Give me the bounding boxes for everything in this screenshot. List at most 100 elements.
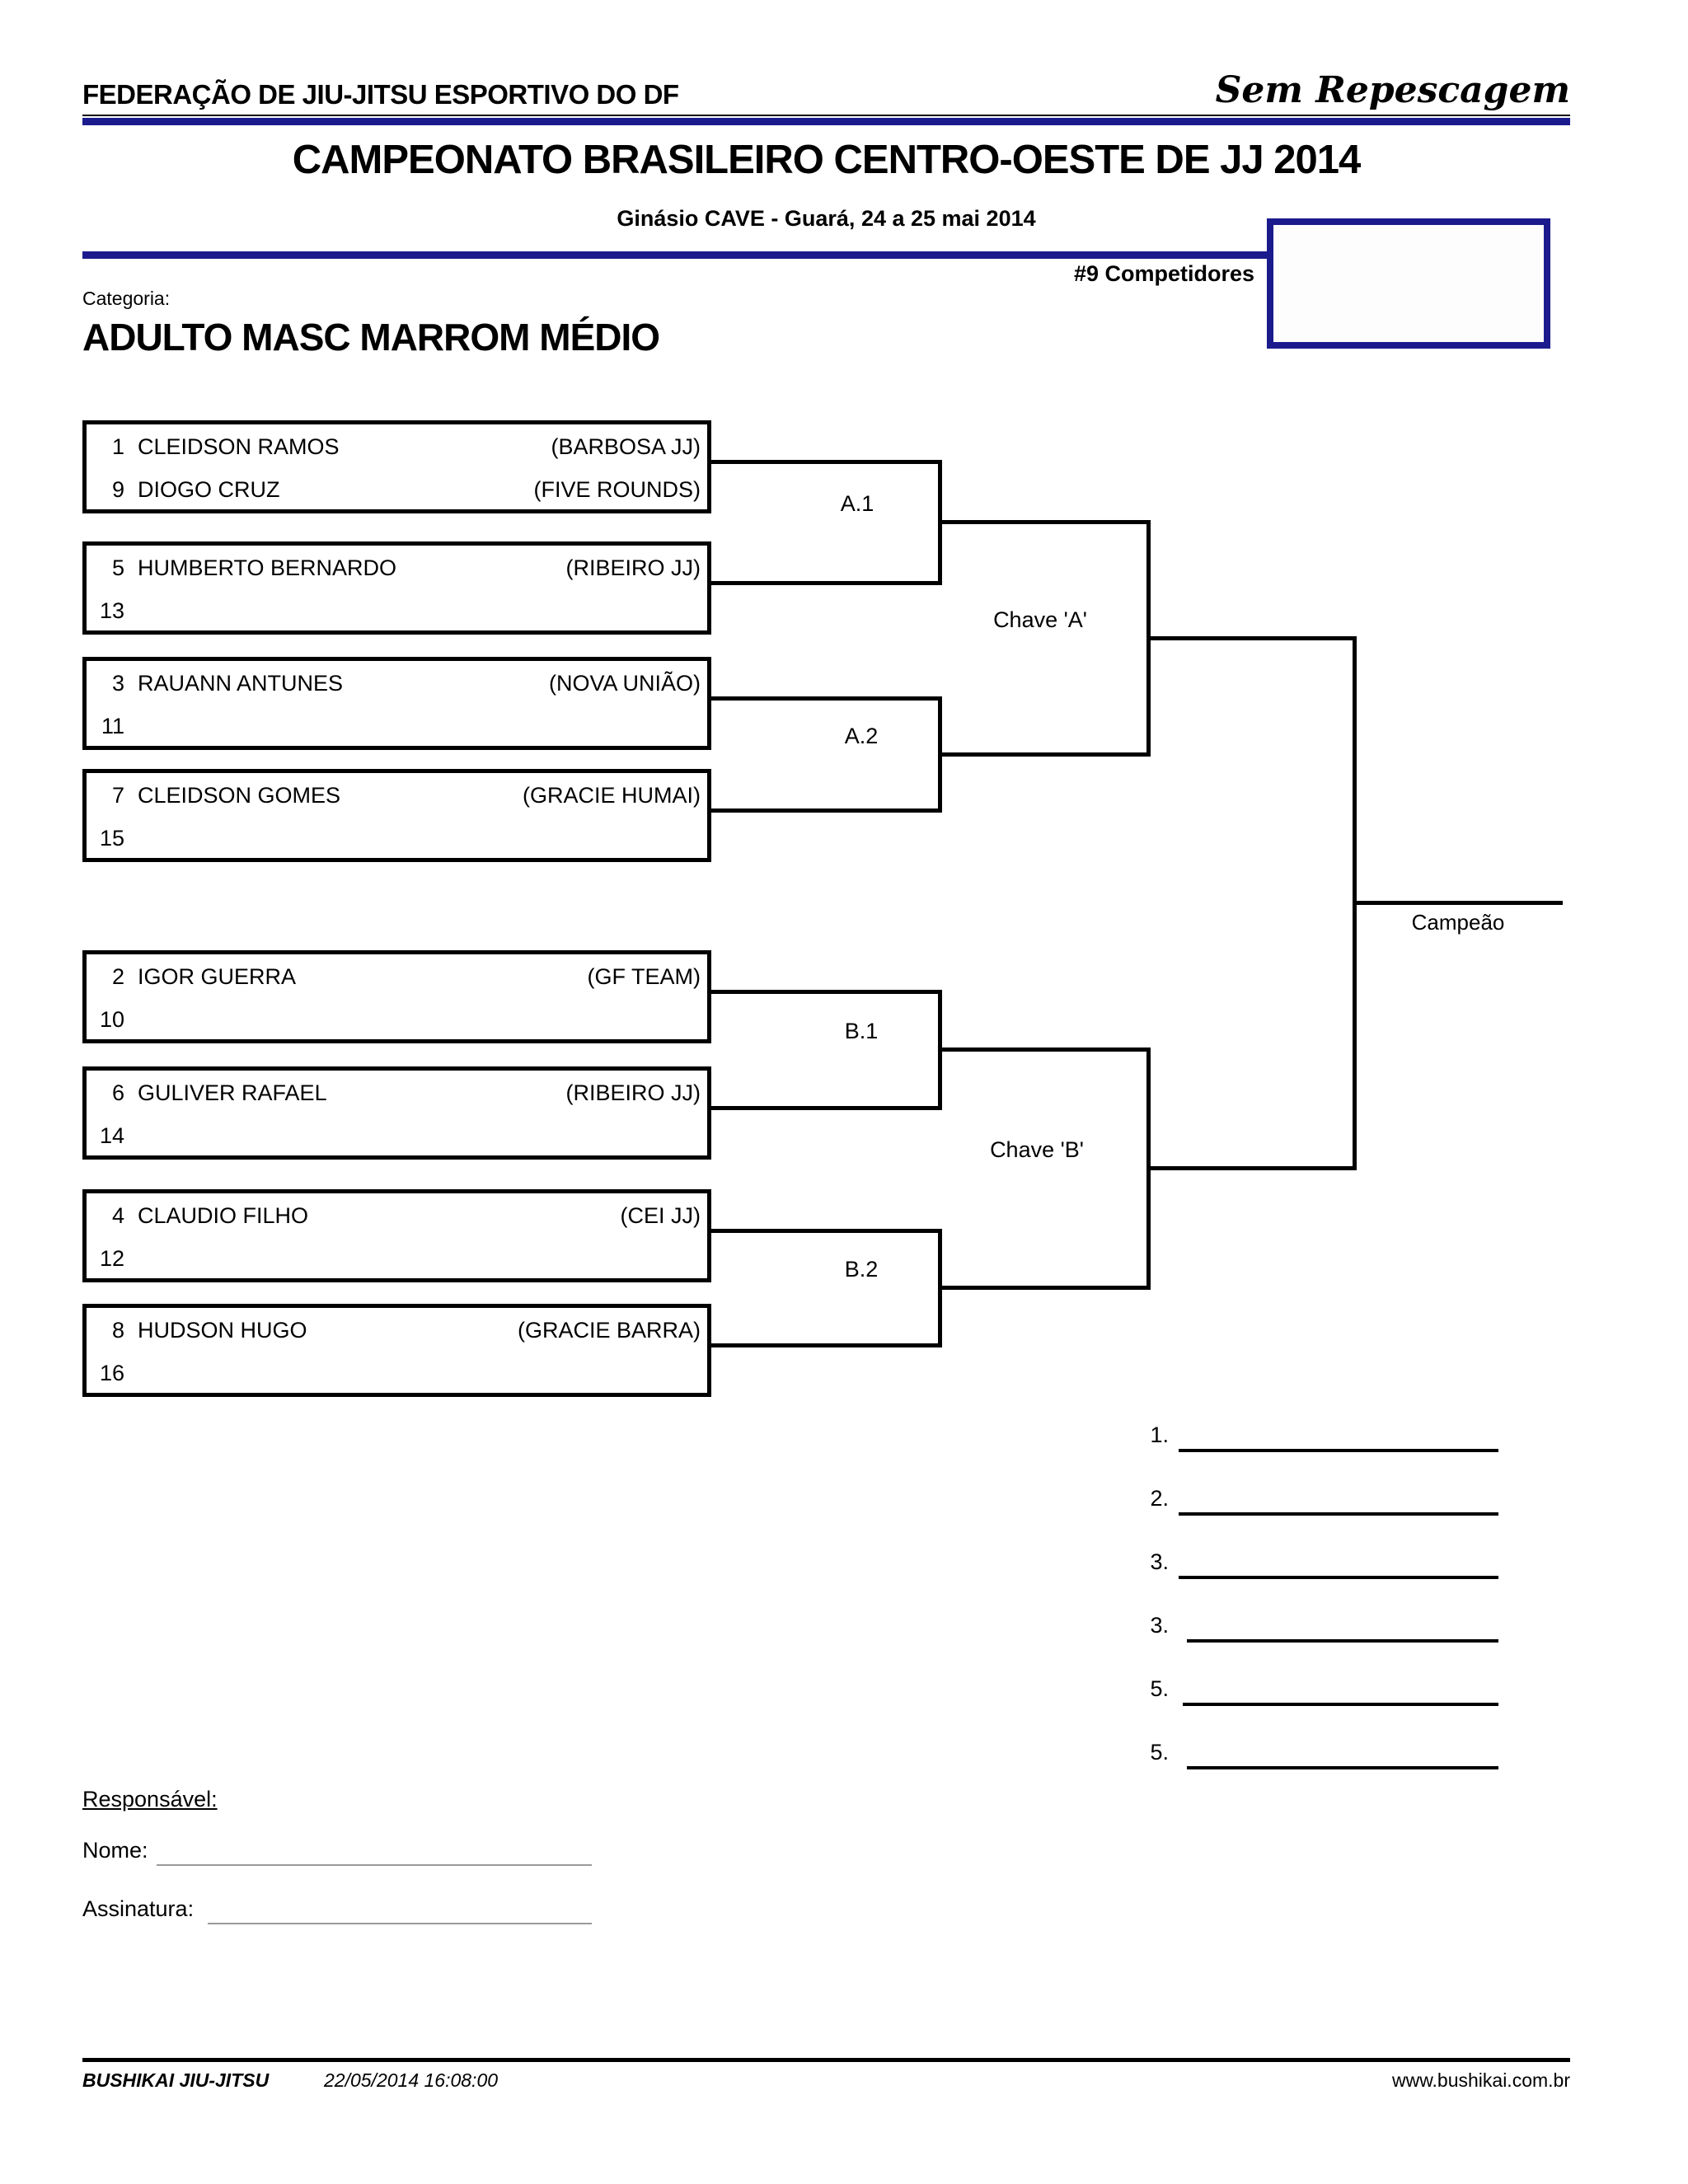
placement-blank-line xyxy=(1179,1512,1498,1516)
bracket-connector-line xyxy=(938,520,1151,524)
competitor-row: 4 CLAUDIO FILHO (CEI JJ) xyxy=(87,1203,707,1229)
bracket-box-3: 3 RAUANN ANTUNES (NOVA UNIÃO) 11 xyxy=(82,657,711,750)
placement-number: 5. xyxy=(1150,1676,1169,1701)
competitor-row: 8 HUDSON HUGO (GRACIE BARRA) xyxy=(87,1318,707,1343)
bracket-box-5: 2 IGOR GUERRA (GF TEAM) 10 xyxy=(82,950,711,1043)
competitor-name: DIOGO CRUZ xyxy=(138,477,280,502)
competitor-seed: 6 xyxy=(111,1080,124,1105)
competitor-team: (GRACIE BARRA) xyxy=(517,1318,701,1343)
bracket-box-2: 5 HUMBERTO BERNARDO (RIBEIRO JJ) 13 xyxy=(82,541,711,635)
competitor-team: (NOVA UNIÃO) xyxy=(548,671,701,696)
federation-title: FEDERAÇÃO DE JIU-JITSU ESPORTIVO DO DF xyxy=(82,79,679,110)
bracket-connector-line xyxy=(938,752,1151,757)
bracket-connector-line xyxy=(1146,1166,1357,1170)
header-thin-rule xyxy=(82,115,1570,116)
competitor-row: 5 HUMBERTO BERNARDO (RIBEIRO JJ) xyxy=(87,555,707,581)
placement-blank-line xyxy=(1187,1766,1498,1769)
footer-timestamp: 22/05/2014 16:08:00 xyxy=(324,2069,499,2091)
match-label-b1: B.1 xyxy=(844,1019,879,1043)
competitor-seed: 9 xyxy=(111,477,124,502)
signature-label: Assinatura: xyxy=(82,1896,195,1921)
footer-website: www.bushikai.com.br xyxy=(1391,2069,1570,2091)
competitor-team: (RIBEIRO JJ) xyxy=(565,1080,701,1105)
competitor-row: 11 xyxy=(87,714,707,739)
competitor-row: 2 IGOR GUERRA (GF TEAM) xyxy=(87,964,707,990)
competitor-seed: 4 xyxy=(111,1203,124,1228)
section-navy-rule xyxy=(82,251,1267,259)
competitor-row: 7 CLEIDSON GOMES (GRACIE HUMAI) xyxy=(87,783,707,808)
competitor-seed: 16 xyxy=(99,1361,124,1385)
competitor-name: CLEIDSON RAMOS xyxy=(138,434,340,459)
competitor-row: 10 xyxy=(87,1007,707,1033)
competitor-row: 14 xyxy=(87,1123,707,1149)
bracket-a-label: Chave 'A' xyxy=(993,607,1087,632)
placement-blank-line xyxy=(1187,1639,1498,1643)
placement-number: 3. xyxy=(1150,1613,1169,1638)
competitor-row: 6 GULIVER RAFAEL (RIBEIRO JJ) xyxy=(87,1080,707,1106)
competitor-team: (CEI JJ) xyxy=(620,1203,701,1228)
competitor-name: GULIVER RAFAEL xyxy=(138,1080,327,1105)
bracket-box-1: 1 CLEIDSON RAMOS (BARBOSA JJ) 9 DIOGO CR… xyxy=(82,420,711,513)
competitor-seed: 5 xyxy=(111,555,124,580)
competitor-row: 16 xyxy=(87,1361,707,1386)
bracket-b-label: Chave 'B' xyxy=(990,1137,1084,1162)
bracket-connector-line xyxy=(707,696,942,701)
competitor-row: 13 xyxy=(87,598,707,624)
competitor-row: 9 DIOGO CRUZ (FIVE ROUNDS) xyxy=(87,477,707,503)
name-blank-line xyxy=(157,1864,592,1866)
champion-label: Campeão xyxy=(1411,910,1505,935)
competitor-seed: 2 xyxy=(111,964,124,989)
category-label: Categoria: xyxy=(82,288,171,309)
competitor-name: CLAUDIO FILHO xyxy=(138,1203,309,1228)
competitor-seed: 11 xyxy=(101,714,124,738)
placement-blank-line xyxy=(1179,1576,1498,1579)
competitor-row: 1 CLEIDSON RAMOS (BARBOSA JJ) xyxy=(87,434,707,460)
placement-blank-line xyxy=(1179,1449,1498,1452)
competitor-name: HUDSON HUGO xyxy=(138,1318,307,1343)
competitor-name: CLEIDSON GOMES xyxy=(138,783,341,808)
name-label: Nome: xyxy=(82,1838,148,1863)
responsible-heading: Responsável: xyxy=(82,1787,218,1811)
bracket-connector-line xyxy=(707,1106,942,1110)
competitor-team: (FIVE ROUNDS) xyxy=(533,477,701,502)
competitor-seed: 7 xyxy=(111,783,124,808)
competitor-seed: 1 xyxy=(111,434,124,459)
competitor-name: HUMBERTO BERNARDO xyxy=(138,555,397,580)
competitor-team: (BARBOSA JJ) xyxy=(551,434,701,459)
bracket-box-7: 4 CLAUDIO FILHO (CEI JJ) 12 xyxy=(82,1189,711,1282)
competitor-team: (RIBEIRO JJ) xyxy=(565,555,701,580)
placement-number: 2. xyxy=(1150,1486,1169,1511)
category-title: ADULTO MASC MARROM MÉDIO xyxy=(82,316,660,359)
competitor-seed: 12 xyxy=(99,1246,124,1271)
competitor-seed: 8 xyxy=(111,1318,124,1343)
competitor-row: 15 xyxy=(87,826,707,851)
competitor-seed: 14 xyxy=(99,1123,124,1148)
bracket-connector-line xyxy=(707,1343,942,1347)
bracket-box-6: 6 GULIVER RAFAEL (RIBEIRO JJ) 14 xyxy=(82,1066,711,1160)
bracket-connector-line xyxy=(707,581,942,585)
competitor-row: 12 xyxy=(87,1246,707,1272)
placement-number: 3. xyxy=(1150,1549,1169,1574)
champion-line xyxy=(1353,901,1563,905)
placement-blank-line xyxy=(1183,1703,1498,1706)
competitor-seed: 3 xyxy=(111,671,124,696)
competitor-seed: 10 xyxy=(99,1007,124,1032)
bracket-box-8: 8 HUDSON HUGO (GRACIE BARRA) 16 xyxy=(82,1304,711,1397)
match-label-a1: A.1 xyxy=(840,491,874,516)
notes-box xyxy=(1267,218,1550,349)
bracket-connector-line xyxy=(707,1229,942,1233)
bracket-type-label: Sem Repescagem xyxy=(1215,69,1570,111)
competitor-team: (GRACIE HUMAI) xyxy=(523,783,701,808)
footer-organization: BUSHIKAI JIU-JITSU xyxy=(82,2069,270,2091)
footer-rule xyxy=(82,2058,1570,2062)
match-label-b2: B.2 xyxy=(844,1257,879,1282)
placement-number: 1. xyxy=(1150,1422,1169,1447)
event-venue-date: Ginásio CAVE - Guará, 24 a 25 mai 2014 xyxy=(617,206,1036,231)
header-navy-rule xyxy=(82,118,1570,125)
bracket-connector-line xyxy=(707,990,942,994)
competitor-seed: 15 xyxy=(99,826,124,851)
competitors-count: #9 Competidores xyxy=(1073,261,1254,286)
bracket-connector-line xyxy=(938,1286,1151,1290)
signature-blank-line xyxy=(208,1923,592,1924)
